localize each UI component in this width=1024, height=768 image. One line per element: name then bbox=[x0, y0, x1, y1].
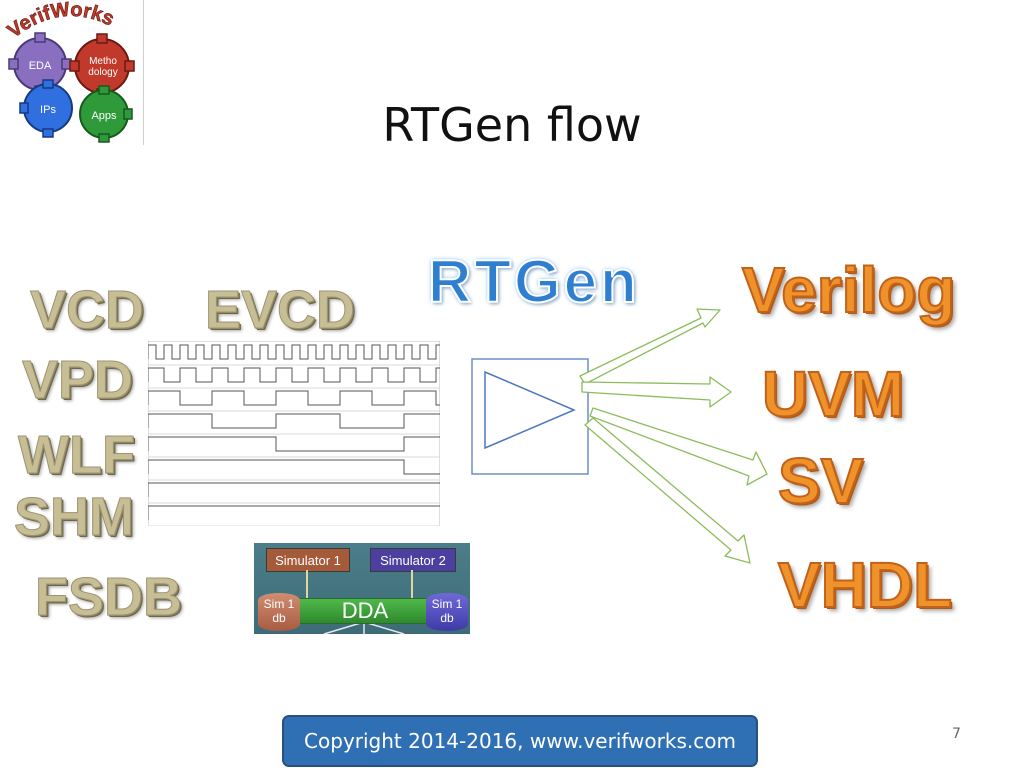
waveform-signal-trace bbox=[148, 344, 440, 360]
sim-db-left: Sim 1 db bbox=[258, 593, 300, 631]
page-number: 7 bbox=[952, 726, 961, 742]
gear-label-ips: IPs bbox=[40, 104, 56, 116]
dda-diagram: Simulator 1 Simulator 2 DDA Sim 1 db Sim… bbox=[254, 543, 470, 634]
rtgen-processor-box bbox=[471, 358, 589, 475]
waveform-signal-trace bbox=[148, 390, 440, 406]
format-vpd: VPD bbox=[21, 350, 134, 410]
triangle-icon bbox=[484, 370, 576, 450]
output-sv: SV bbox=[777, 445, 864, 517]
gear-ips-icon: IPs bbox=[19, 79, 73, 138]
waveform-signal-trace bbox=[148, 436, 440, 452]
waveform-signal-trace bbox=[148, 505, 440, 520]
dda-bar: DDA bbox=[294, 598, 436, 624]
waveform-signal-trace bbox=[148, 459, 440, 475]
slide-title: RTGen flow bbox=[382, 98, 642, 152]
format-vcd: VCD bbox=[29, 280, 145, 340]
arrow-to-vhdl-icon bbox=[584, 417, 751, 564]
dda-connectors bbox=[306, 570, 413, 634]
waveform-signal-trace bbox=[148, 413, 440, 429]
output-arrows bbox=[579, 308, 768, 564]
logo-divider bbox=[143, 0, 144, 145]
arrow-to-uvm-icon bbox=[581, 376, 732, 408]
arrow-to-verilog-icon bbox=[579, 308, 721, 385]
copyright-text: Copyright 2014-2016, www.verifworks.com bbox=[304, 729, 736, 753]
output-vhdl: VHDL bbox=[777, 549, 953, 621]
format-fsdb: FSDB bbox=[35, 567, 183, 627]
waveform-image bbox=[148, 341, 440, 526]
gear-apps-icon: Apps bbox=[79, 85, 133, 143]
output-uvm: UVM bbox=[761, 358, 905, 430]
sim-db-left-label: Sim 1 db bbox=[263, 597, 295, 625]
format-shm: SHM bbox=[14, 487, 135, 547]
copyright-banner: Copyright 2014-2016, www.verifworks.com bbox=[282, 715, 758, 767]
arrow-to-sv-icon bbox=[589, 407, 768, 486]
gear-label-eda: EDA bbox=[29, 60, 52, 72]
simulator-2-box: Simulator 2 bbox=[370, 548, 456, 572]
format-wlf: WLF bbox=[18, 425, 136, 485]
sim-db-right-label: Sim 1 db bbox=[431, 597, 463, 625]
waveform-signal-trace bbox=[148, 482, 440, 497]
format-evcd: EVCD bbox=[204, 280, 356, 340]
rtgen-label: RTGen bbox=[427, 248, 640, 315]
simulator-1-box: Simulator 1 bbox=[266, 548, 350, 572]
output-verilog: Verilog bbox=[741, 254, 956, 326]
sim-db-right: Sim 1 db bbox=[426, 593, 468, 631]
gear-label-apps: Apps bbox=[91, 110, 117, 122]
waveform-signal-trace bbox=[148, 367, 440, 383]
